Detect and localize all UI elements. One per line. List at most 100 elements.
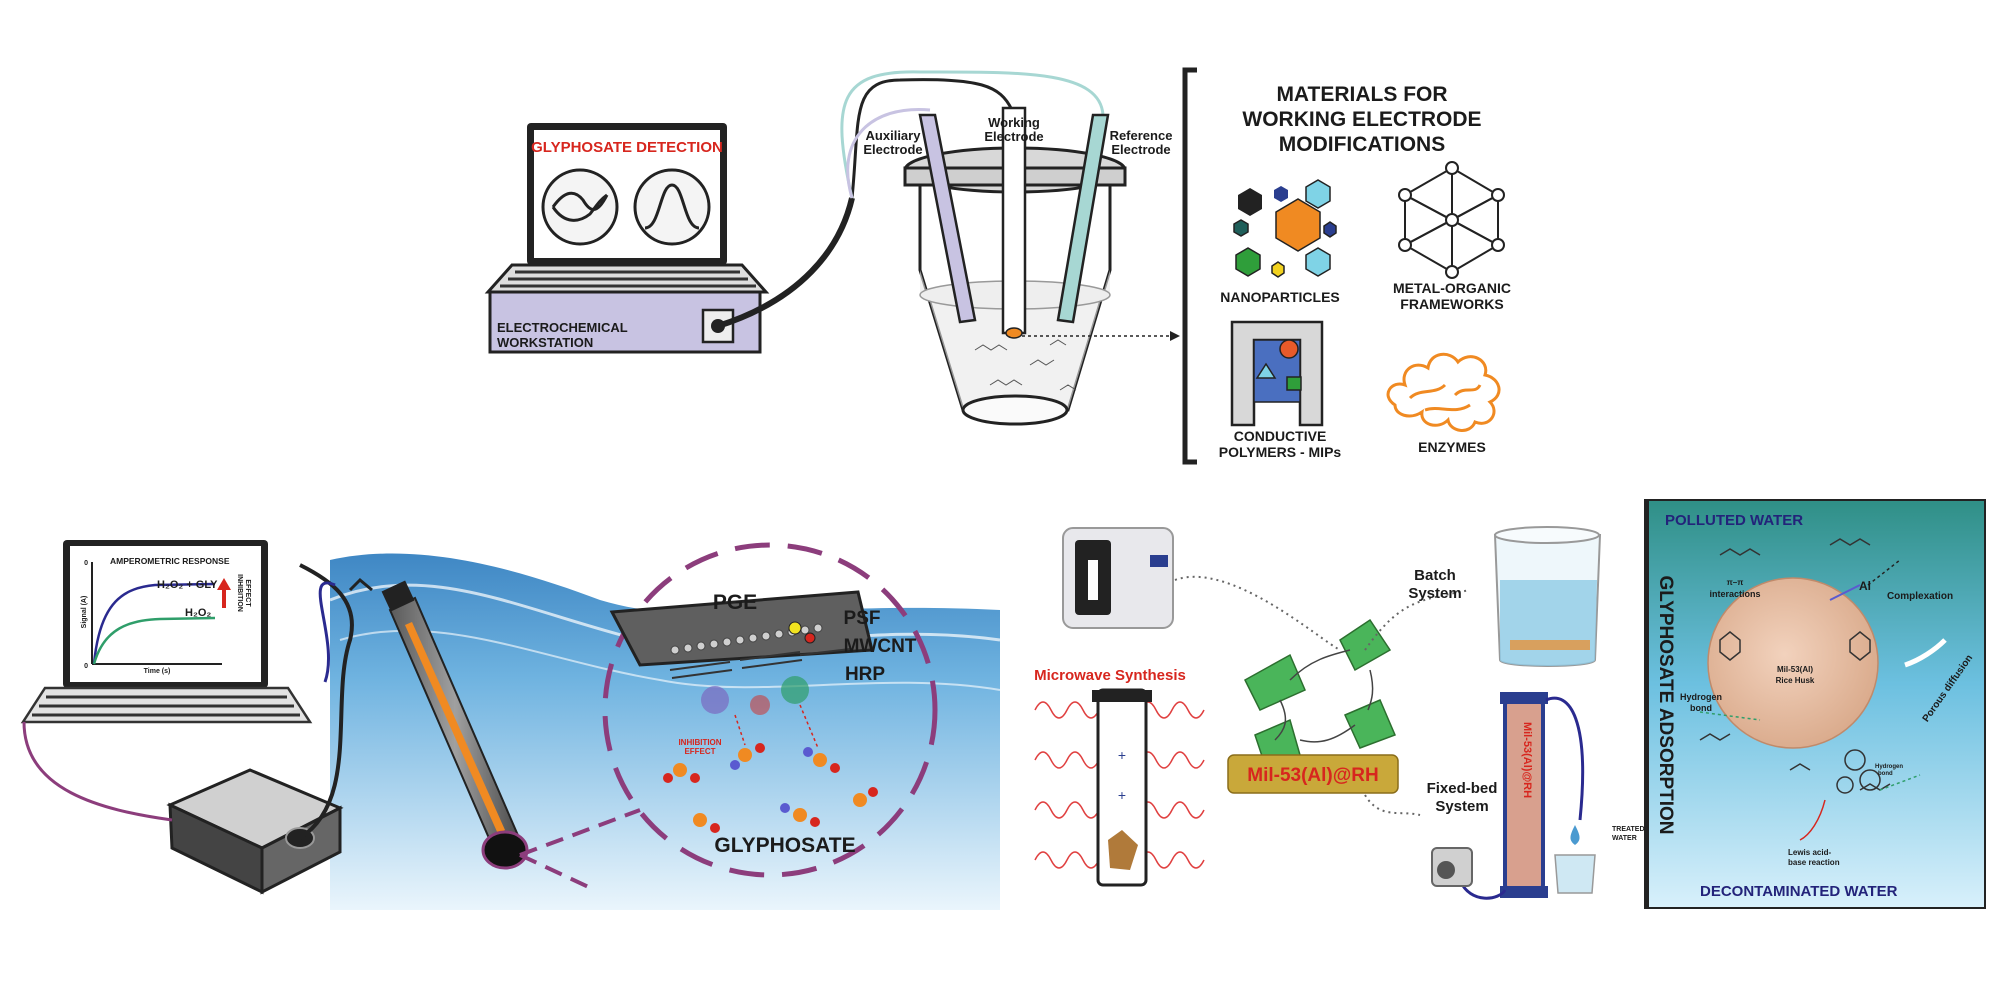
- product-label: Mil-53(Al)@RH: [1247, 765, 1378, 786]
- treated-label-1: TREATED: [1612, 826, 1645, 833]
- marker-red: [804, 632, 816, 644]
- reference-electrode: [1056, 113, 1110, 324]
- auxiliary-cable: [846, 108, 931, 199]
- working-label-2: Electrode: [984, 129, 1043, 144]
- laptop-title: GLYPHOSATE DETECTION: [531, 139, 723, 156]
- probe-cable-blue: [318, 581, 336, 683]
- interactions-label: interactions: [1709, 589, 1760, 599]
- electrode-tip: [1005, 327, 1023, 339]
- column-tube-out: [1545, 696, 1585, 821]
- glyphosate-molecules: [663, 743, 878, 833]
- layer-psf: PSF: [844, 608, 881, 629]
- y-zero: 0: [84, 663, 88, 670]
- mof-label-1: METAL-ORGANIC: [1393, 280, 1511, 296]
- marker-yellow: [788, 621, 802, 635]
- ylabel: Signal (A): [81, 596, 88, 629]
- batch-label-1: Batch: [1414, 567, 1456, 584]
- particle-label-1: Mil-53(Al): [1777, 665, 1813, 674]
- rice-husk-particle: [1707, 577, 1879, 749]
- pi-label: π–π: [1727, 578, 1744, 587]
- reference-cable: [840, 70, 1105, 199]
- layer-mwcnt: MWCNT: [844, 636, 917, 657]
- mof-crystal-structure: [1244, 618, 1396, 766]
- nanoparticles-hexagons: [1233, 179, 1337, 278]
- adsorption-vertical-label: GLYPHOSATE ADSORPTION: [1655, 576, 1676, 835]
- lewis-label-2: base reaction: [1788, 858, 1840, 867]
- inhibition-small-2: EFFECT: [684, 747, 715, 756]
- fixed-label-2: System: [1435, 798, 1488, 815]
- auxiliary-electrode: [918, 113, 977, 324]
- mip-icon: [1230, 320, 1324, 427]
- nanoparticles-label: NANOPARTICLES: [1220, 289, 1340, 305]
- y-zero-top: 0: [84, 560, 88, 567]
- peristaltic-pump: [1431, 847, 1473, 887]
- psf-layer: [670, 623, 823, 655]
- reaction-vessel: + +: [1092, 688, 1152, 887]
- laptop2-screen: [70, 546, 261, 682]
- svg-text:+: +: [1118, 787, 1126, 803]
- materials-title-1: MATERIALS FOR: [1276, 83, 1447, 106]
- enzymes-label: ENZYMES: [1418, 439, 1486, 455]
- hbond-label-1: Hydrogen: [1680, 692, 1722, 702]
- electrochemical-workstation: ELECTROCHEMICAL WORKSTATION: [488, 290, 762, 354]
- fixed-label-1: Fixed-bed: [1427, 780, 1498, 797]
- inhibition-arrow: [217, 578, 231, 608]
- hbond2-label-1: Hydrogen: [1875, 764, 1903, 770]
- nanoparticles-icon: [1238, 186, 1321, 252]
- materials-title-2: WORKING ELECTRODE: [1242, 108, 1481, 131]
- auxiliary-label-2: Electrode: [863, 142, 922, 157]
- mip-label-2: POLYMERS - MIPs: [1219, 444, 1342, 460]
- decontaminated-label: DECONTAMINATED WATER: [1700, 883, 1898, 900]
- mwcnt-layer: [669, 648, 851, 679]
- series-label-1: H₂O₂ + GLY: [157, 579, 218, 591]
- mip-label-1: CONDUCTIVE: [1234, 428, 1327, 444]
- gaussian-peak-icon: [644, 183, 700, 230]
- inhibition-label-2: EFFECT: [244, 579, 251, 607]
- series-h2o2-gly: [92, 582, 216, 665]
- auxiliary-label-1: Auxiliary: [866, 128, 922, 143]
- peak-icon: [633, 168, 711, 246]
- cv-icon: [541, 168, 619, 246]
- adsorption-panel: [1644, 499, 1986, 909]
- polluted-label: POLLUTED WATER: [1665, 512, 1803, 529]
- hbond-label-2: bond: [1690, 703, 1712, 713]
- column-label: Mil-53(Al)@RH: [1521, 722, 1533, 798]
- lewis-label-1: Lewis acid-: [1788, 848, 1831, 857]
- pencil-graphite-electrode: [348, 577, 529, 870]
- top-laptop: GLYPHOSATE DETECTION: [484, 123, 770, 294]
- series-h2o2: [92, 616, 216, 665]
- amperometric-title: AMPEROMETRIC RESPONSE: [110, 556, 230, 566]
- cell-molecules: [974, 339, 1077, 391]
- enzyme-icon: [1386, 352, 1501, 432]
- particle-label-2: Rice Husk: [1776, 676, 1815, 685]
- amperometric-laptop: AMPEROMETRIC RESPONSE H₂O₂ + GLY H₂O₂ Si…: [20, 540, 313, 724]
- materials-title-3: MODIFICATIONS: [1279, 133, 1445, 156]
- electrode-zoom: [519, 542, 938, 892]
- hbond2-label-2: bond: [1878, 771, 1893, 777]
- treated-label-2: WATER: [1612, 835, 1637, 842]
- materials-bracket: [1182, 67, 1197, 465]
- electrochemical-cell: [903, 106, 1180, 426]
- series-label-2: H₂O₂: [185, 607, 211, 619]
- treated-water-cup: [1554, 825, 1596, 894]
- cell-bottom: [961, 394, 1069, 426]
- inhibition-small-1: INHIBITION: [678, 738, 721, 747]
- product-badge: [1227, 754, 1399, 794]
- mof-network-icon: [1398, 161, 1505, 279]
- inhibition-label-1: INHIBITION: [236, 574, 243, 612]
- hrp-enzymes: [701, 676, 809, 715]
- complexation-label: Complexation: [1887, 591, 1953, 602]
- working-label-1: Working: [988, 115, 1040, 130]
- layer-pge: PGE: [713, 591, 757, 614]
- portable-potentiostat: [166, 768, 344, 895]
- mof-label-2: FRAMEWORKS: [1400, 296, 1503, 312]
- batch-label-2: System: [1408, 585, 1461, 602]
- glyphosate-label: GLYPHOSATE: [714, 834, 855, 857]
- microwave-waves: [1034, 701, 1205, 869]
- workstation-cable: [717, 197, 855, 329]
- xlabel: Time (s): [144, 668, 171, 675]
- al-label: Al: [1859, 579, 1871, 593]
- adsorption-molecules: [1699, 538, 1891, 794]
- pointer-arrow: [1170, 331, 1180, 341]
